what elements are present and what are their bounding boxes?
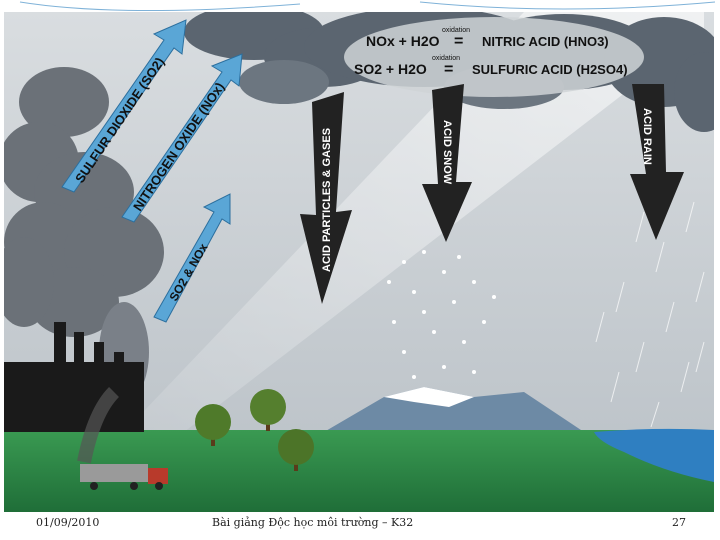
- nox-equals: =: [454, 33, 463, 50]
- corner-decoration: [19, 1, 716, 12]
- acid-rain-label: ACID RAIN: [641, 108, 653, 165]
- nitrogen-oxide-arrow: [121, 53, 243, 223]
- footer-page-number: 27: [672, 516, 686, 529]
- acid-rain-arrow: [630, 84, 684, 240]
- acid-snow-arrow: [422, 84, 472, 242]
- lake: [594, 428, 714, 482]
- nox-formula: NOx + H2O: [366, 33, 440, 49]
- truck: [77, 387, 168, 490]
- equation-bubble: [344, 17, 644, 97]
- equations: NOx + H2O oxidation = NITRIC ACID (HNO3)…: [354, 27, 628, 78]
- nox-result: NITRIC ACID (HNO3): [482, 34, 609, 49]
- mountain-snow: [384, 387, 474, 407]
- footer-date: 01/09/2010: [36, 516, 100, 529]
- black-arrows: [300, 84, 684, 304]
- acid-snow-label: ACID SNOW: [441, 120, 453, 185]
- acid-rain-diagram: NOx + H2O oxidation = NITRIC ACID (HNO3)…: [4, 12, 714, 512]
- sulfur-dioxide-arrow: [61, 19, 187, 193]
- so2-formula: SO2 + H2O: [354, 61, 427, 77]
- blue-arrows: [61, 19, 243, 323]
- mountains: [324, 387, 584, 432]
- light-beam: [124, 12, 704, 432]
- so2-oxidation-label: oxidation: [432, 55, 460, 62]
- acid-particles-arrow: [300, 92, 352, 304]
- so2-equals: =: [444, 61, 453, 78]
- factory: [4, 322, 144, 432]
- acid-particles-label: ACID PARTICLES & GASES: [321, 128, 333, 272]
- so2-result: SULFURIC ACID (H2SO4): [472, 62, 628, 77]
- so2-nox-arrow: [153, 193, 231, 323]
- trees: [195, 389, 314, 471]
- rain-streaks: [595, 201, 705, 428]
- footer-title: Bài giảng Độc học môi trường – K32: [212, 516, 414, 529]
- snow-dots: [387, 250, 496, 379]
- nox-oxidation-label: oxidation: [442, 27, 470, 34]
